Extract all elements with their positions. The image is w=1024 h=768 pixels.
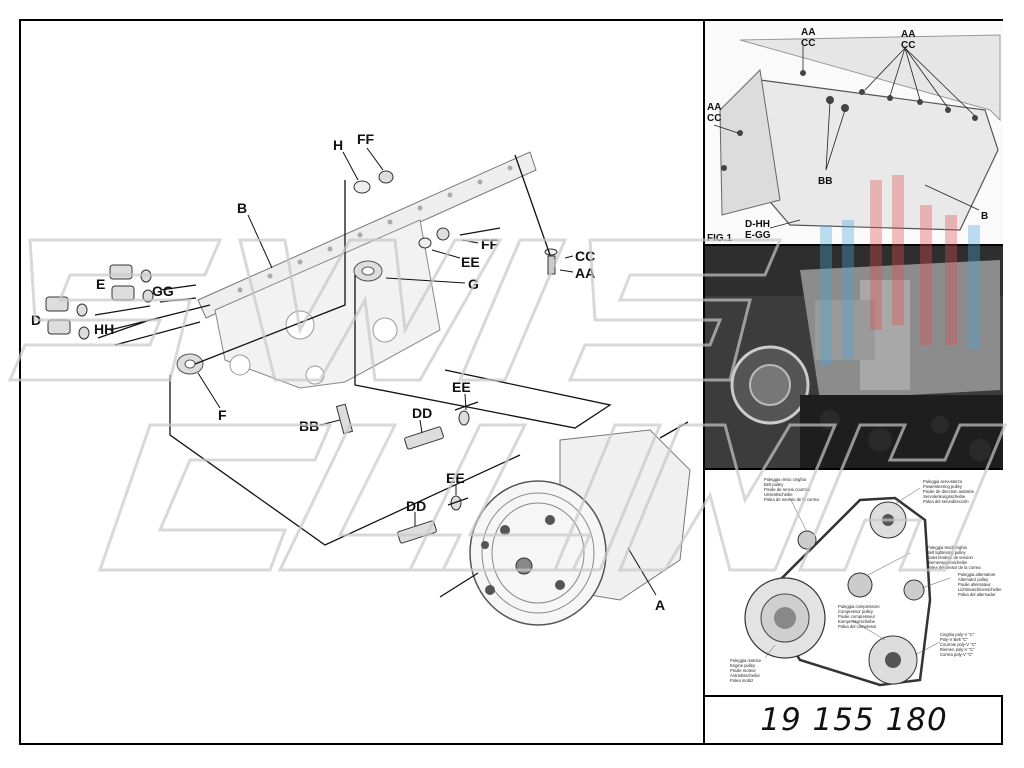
- ps-label-4: Polea del servodirección: [923, 499, 969, 504]
- alt-label-0: Puleggia alternatore: [958, 572, 996, 577]
- label-a: A: [655, 597, 665, 613]
- belt-label-1: Poly-V Belt "C": [940, 637, 968, 642]
- tens-label-4: Polea del tensor de la correa: [927, 565, 981, 570]
- fig1-label-aa-top: AA: [801, 27, 815, 38]
- part-number: 19 155 180: [760, 702, 948, 738]
- fig1-label-e-gg: E-GG: [745, 230, 771, 241]
- fig1-label-aa-left: AA: [707, 102, 721, 113]
- crank-label-1: Engine pulley: [730, 663, 756, 668]
- bracket-boss-2: [372, 317, 398, 343]
- crank-label-2: Poulie moteur: [730, 668, 756, 673]
- label-ff-top: FF: [357, 131, 375, 147]
- alt-label-3: Lichtmaschinenscheibe: [958, 587, 1002, 592]
- bracket-boss-4: [305, 365, 325, 385]
- bolt-aa: [547, 255, 556, 275]
- label-h: H: [333, 137, 343, 153]
- crank-label-4: Polea motriz: [730, 678, 753, 683]
- fig1-label-d-hh: D-HH: [745, 219, 770, 230]
- alt-label-1: Alternator pulley: [958, 577, 989, 582]
- belt-label-4: Correa poly-V "C": [940, 652, 974, 657]
- fig1-label-cc-right: CC: [901, 40, 915, 51]
- comp-label-4: Polea del compresor: [838, 624, 877, 629]
- label-g: G: [468, 276, 479, 292]
- vertical-divider: [703, 19, 705, 745]
- engine-photo-panel: [705, 246, 1003, 468]
- tensioner-pulley: [847, 572, 873, 598]
- label-cc: CC: [575, 248, 595, 264]
- alternator-pulley: [903, 579, 925, 601]
- washer-ee-top: [418, 237, 432, 249]
- bolts-d: [45, 296, 90, 340]
- crank-label-0: Puleggia motrice: [730, 658, 762, 663]
- label-dd-top: DD: [412, 405, 432, 421]
- washer-cc: [544, 248, 558, 256]
- washer-h: [353, 180, 371, 194]
- label-gg: GG: [152, 283, 174, 299]
- belt-label-2: Courroie poly-V "C": [940, 642, 977, 647]
- divider-1: [703, 244, 1003, 246]
- fig1-label-cc-top: CC: [801, 38, 815, 49]
- engine-photo-svg: [705, 246, 1003, 468]
- idler-pulley: [797, 530, 817, 550]
- nut-ff-top: [378, 170, 394, 184]
- belt-diagram-svg: Puleggia rinvio cinghia Belt pulley Poul…: [730, 477, 1002, 687]
- label-ee-low: EE: [446, 470, 465, 486]
- belt-diagram-panel: Puleggia rinvio cinghia Belt pulley Poul…: [705, 470, 1003, 695]
- comp-label-3: Kompressorscheibe: [838, 619, 876, 624]
- fig1-svg: AA CC AA CC AA CC BB B D-HH E-GG FIG.1: [707, 27, 1001, 244]
- label-dd-low: DD: [406, 498, 426, 514]
- comp-label-0: Puleggia compressore: [838, 604, 880, 609]
- bolt-bb: [335, 403, 354, 435]
- bracket-boss-3: [229, 354, 251, 376]
- label-d: D: [31, 312, 41, 328]
- label-ff: FF: [481, 236, 499, 252]
- alt-label-2: Poulie alternateur: [958, 582, 991, 587]
- bracket-boss-1: [285, 310, 315, 340]
- fig1-label-aa-right: AA: [901, 29, 915, 40]
- nut-ff: [436, 227, 450, 241]
- label-bb: BB: [299, 418, 319, 434]
- label-ee-mid: EE: [452, 379, 471, 395]
- fig1-label-cc-left: CC: [707, 113, 721, 124]
- fig1-label-b: B: [981, 211, 988, 222]
- fig1-label-bb: BB: [818, 176, 832, 187]
- label-f: F: [218, 407, 227, 423]
- crank-label-3: Antriebsscheibe: [730, 673, 760, 678]
- exploded-diagram-panel: H FF B FF CC EE AA E GG G D HH F EE DD B…: [21, 21, 703, 743]
- idler-label-4: Polea de reenvio de la correa: [764, 497, 819, 502]
- fig1-panel: AA CC AA CC AA CC BB B D-HH E-GG FIG.1: [705, 21, 1003, 245]
- label-hh: HH: [94, 321, 114, 337]
- label-ee-top: EE: [461, 254, 480, 270]
- compressor-a: [469, 429, 691, 626]
- alt-label-4: Polea del alternador: [958, 592, 996, 597]
- belt-label-3: Riemen poly-V "C": [940, 647, 975, 652]
- belt-label-0: Cinghia poly-V "C": [940, 632, 975, 637]
- label-b: B: [237, 200, 247, 216]
- comp-label-1: Compressor pulley: [838, 609, 874, 614]
- comp-label-2: Poulie compresseur: [838, 614, 876, 619]
- label-aa: AA: [575, 265, 595, 281]
- fig1-label-fig: FIG.1: [707, 233, 732, 244]
- bolts-e: [109, 264, 154, 303]
- divider-3: [703, 695, 1003, 697]
- exploded-diagram-svg: H FF B FF CC EE AA E GG G D HH F EE DD B…: [31, 131, 691, 626]
- label-e: E: [96, 276, 105, 292]
